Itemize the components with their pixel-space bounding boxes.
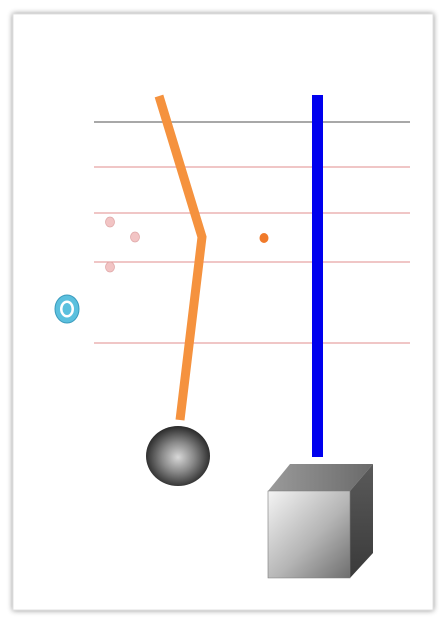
cube-icon — [267, 464, 373, 579]
orange-rod — [154, 94, 207, 421]
sphere-icon — [146, 426, 210, 486]
pink-dot-1 — [105, 216, 115, 228]
orange-dot — [259, 233, 269, 243]
blue-rod — [312, 95, 323, 457]
pink-dot-3 — [105, 261, 115, 273]
ring-icon — [54, 294, 80, 324]
pink-dot-2 — [130, 231, 140, 243]
